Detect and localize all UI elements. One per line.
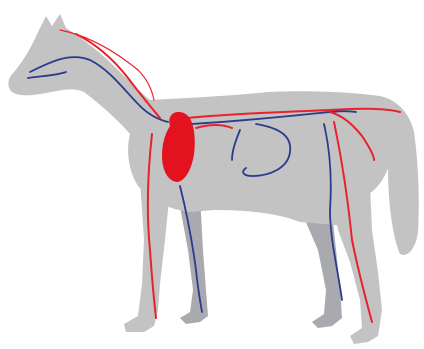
horse-body [8, 14, 418, 344]
far-front-leg [178, 196, 208, 324]
